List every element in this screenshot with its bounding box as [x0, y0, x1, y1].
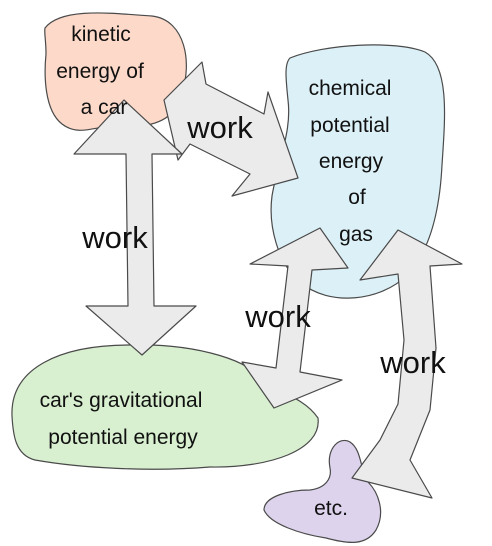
arrow-chemical-etc [351, 229, 463, 499]
arrow-kinetic-gravitational [73, 99, 197, 356]
work-label-chemical-gravitational: work [244, 299, 311, 334]
chemical-line-3: energy [319, 150, 384, 173]
chemical-line-4: of [348, 186, 366, 209]
arrow-kinetic-chemical [163, 61, 299, 197]
gravitational-line-1: car's gravitational [40, 389, 203, 412]
work-label-chemical-etc: work [379, 345, 446, 380]
chemical-energy-label: chemical potential energy of gas [309, 77, 392, 246]
gravitational-line-2: potential energy [48, 426, 198, 449]
gravitational-energy-blob [11, 344, 319, 470]
work-label-kinetic-gravitational: work [81, 220, 148, 255]
kinetic-line-3: a car [81, 96, 128, 119]
chemical-line-1: chemical [309, 77, 392, 100]
chemical-line-2: potential [310, 114, 389, 137]
etc-line-1: etc. [314, 497, 348, 520]
work-label-kinetic-chemical: work [186, 110, 253, 145]
kinetic-line-1: kinetic [71, 23, 131, 46]
kinetic-energy-label: kinetic energy of a car [56, 23, 144, 119]
kinetic-line-2: energy of [56, 60, 144, 83]
arrow-chemical-gravitational [241, 227, 349, 409]
etc-blob [263, 439, 382, 543]
chemical-line-5: gas [339, 223, 373, 246]
gravitational-energy-label: car's gravitational potential energy [40, 389, 203, 449]
etc-label: etc. [314, 497, 348, 520]
